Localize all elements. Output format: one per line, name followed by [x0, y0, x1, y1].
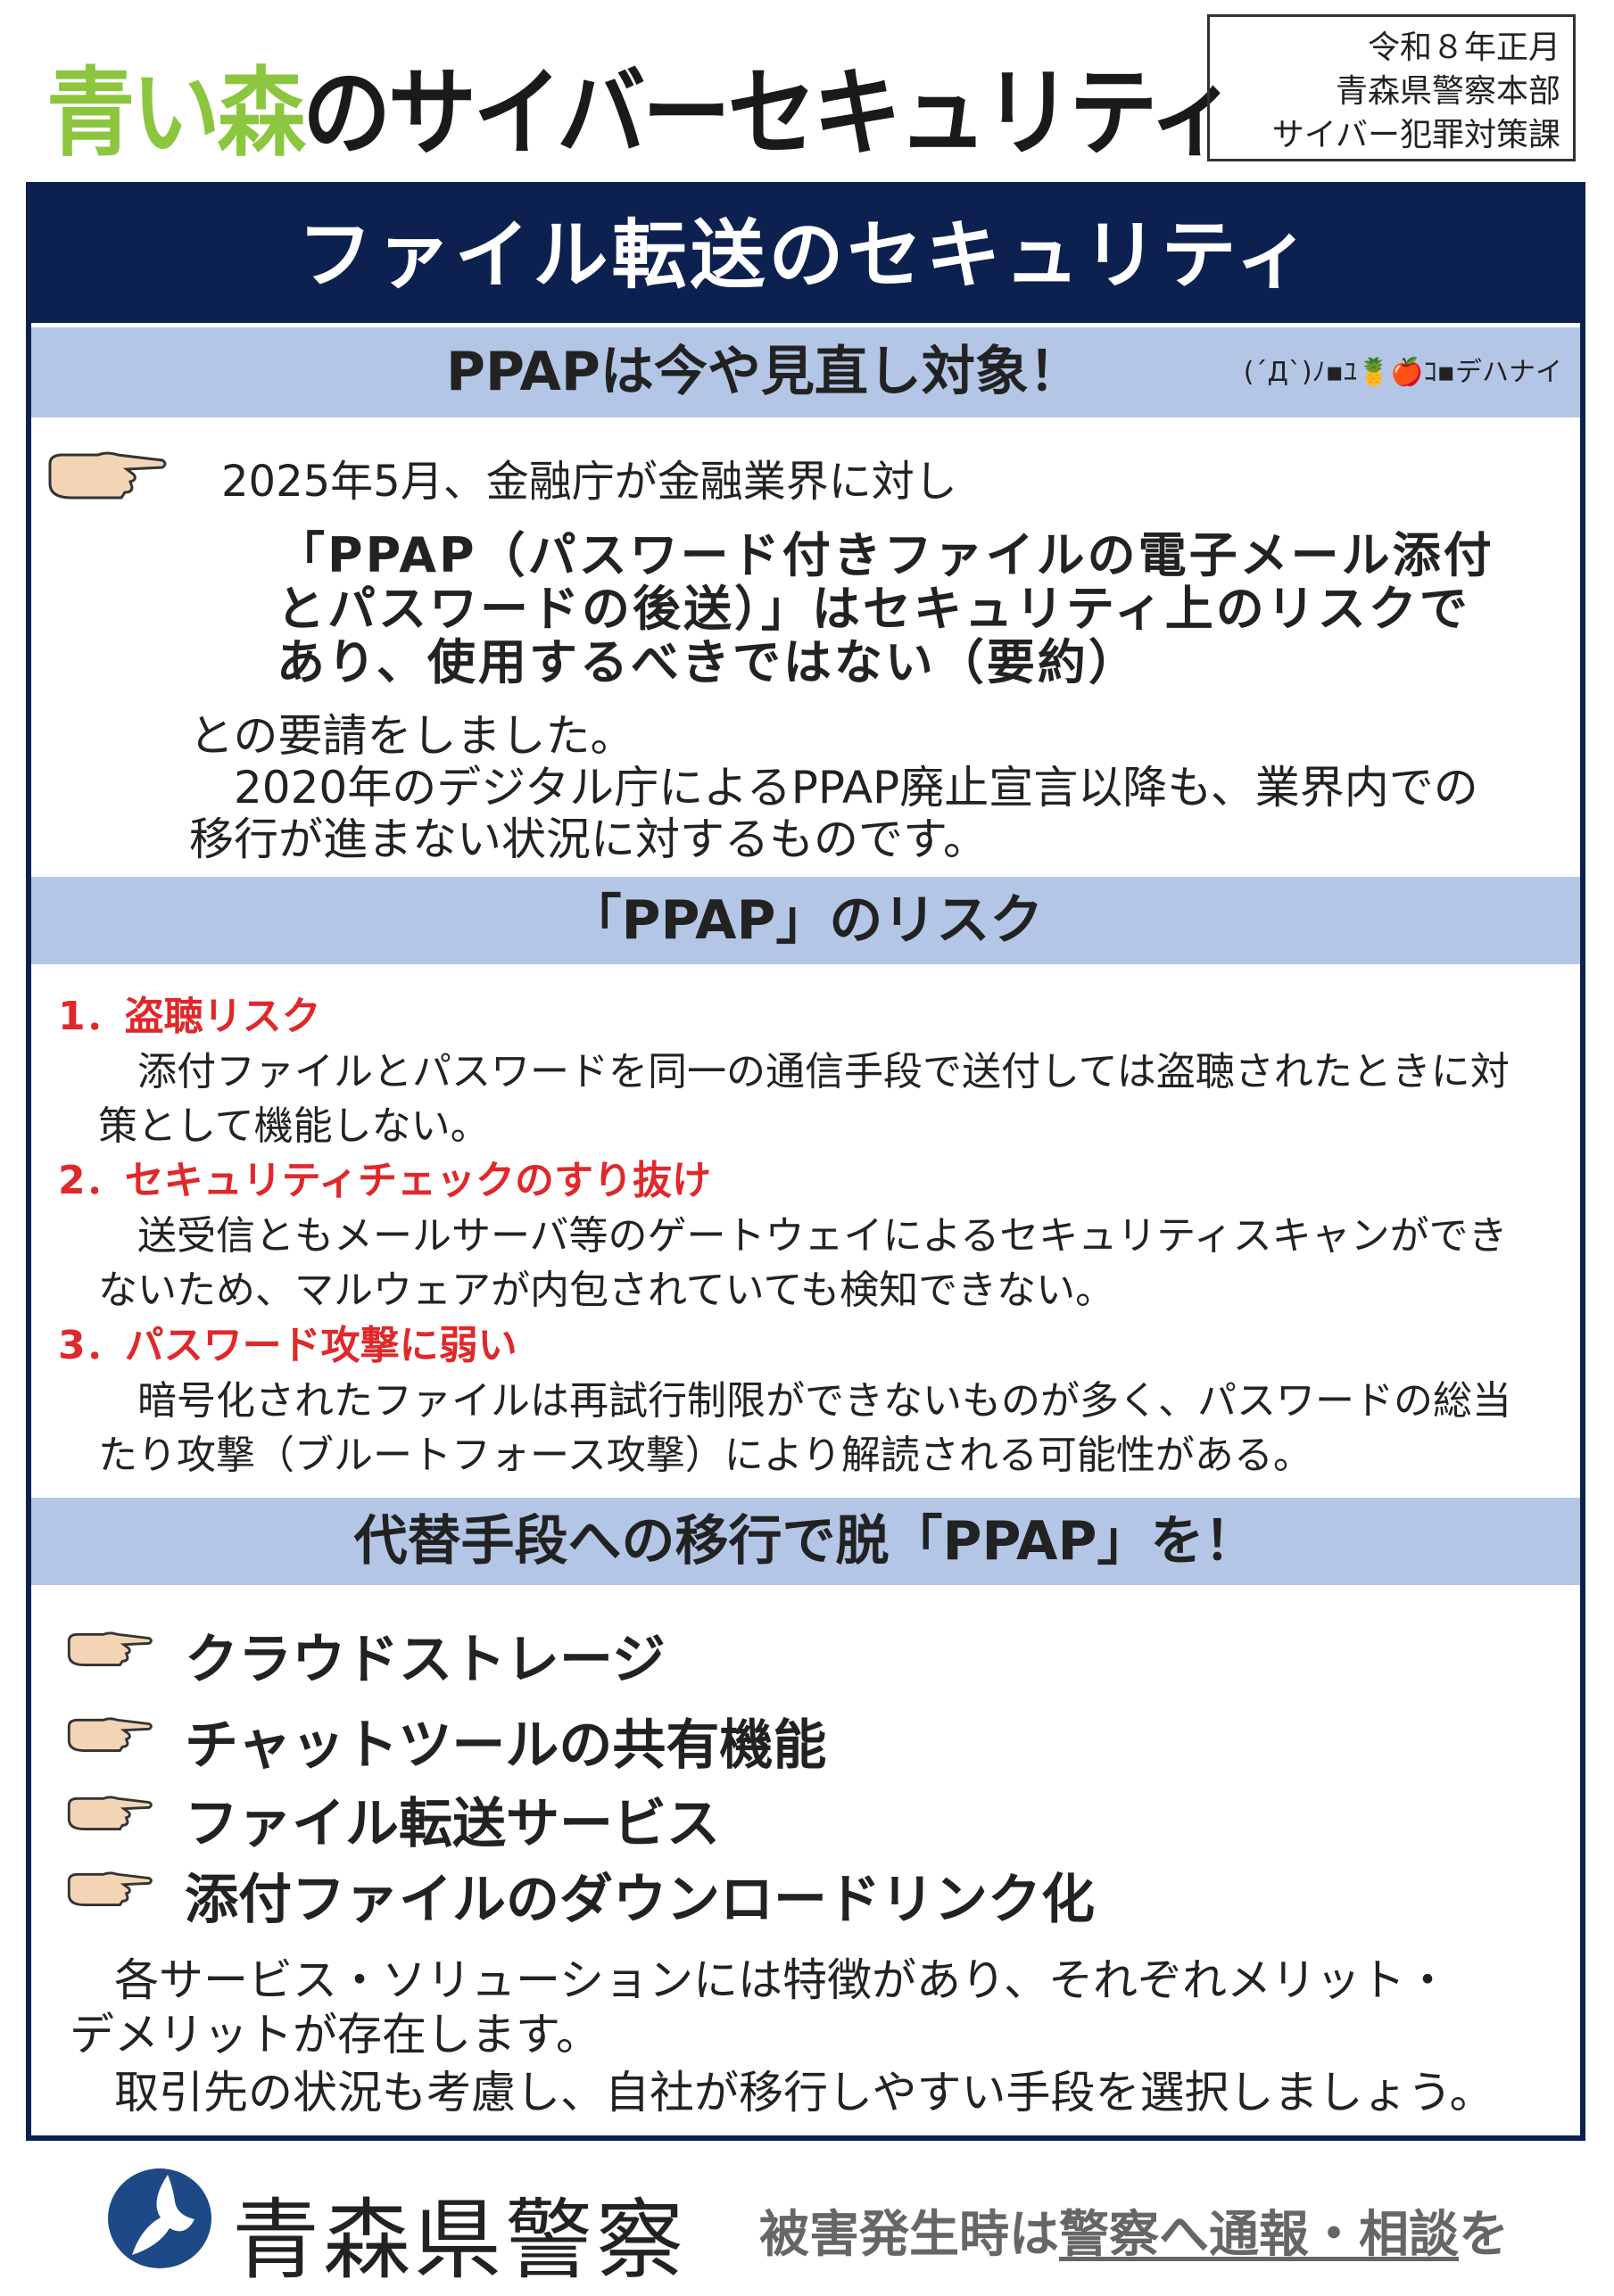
- police-name: 青森県警察: [232, 2190, 688, 2292]
- brand-black: のサイバーセキュリティ: [302, 58, 1237, 169]
- content-frame: [26, 182, 1585, 2141]
- page-title: ファイル転送のセキュリティ: [31, 187, 1580, 323]
- section-heading-ppap-risks: 「PPAP」のリスク: [31, 877, 1580, 964]
- quote-line-2: とパスワードの後送）」はセキュリティ上のリスクで: [277, 581, 1470, 637]
- closing-line-1: 各サービス・ソリューションには特徴があり、それぞれメリット・: [70, 1954, 1450, 2006]
- pointing-hand-icon: [67, 1871, 153, 1906]
- kaomoji: (´Д`)ﾉ▪︎ﾕ🍍🍎ｺ▪︎デハナイ: [1243, 357, 1562, 388]
- tagline-emphasis: 警察へ通報・相談: [1059, 2206, 1459, 2264]
- intro-text: 2025年5月、金融庁が金融業界に対し: [221, 457, 957, 507]
- risk-title: 3．パスワード攻撃に弱い: [58, 1323, 517, 1368]
- risk-title: 2．セキュリティチェックのすり抜け: [58, 1158, 711, 1203]
- tagline-text: 被害発生時は: [759, 2206, 1059, 2264]
- pointing-hand-icon: [67, 1631, 153, 1666]
- section-heading-ppap-review: PPAPは今や見直し対象！ (´Д`)ﾉ▪︎ﾕ🍍🍎ｺ▪︎デハナイ: [31, 327, 1580, 417]
- body-line-2: 2020年のデジタル庁によるPPAP廃止宣言以降も、業界内での: [189, 762, 1478, 814]
- pointing-hand-icon: [67, 1796, 153, 1830]
- risk-desc: 送受信ともメールサーバ等のゲートウェイによるセキュリティスキャンができ: [98, 1213, 1508, 1259]
- risk-desc: 暗号化されたファイルは再試行制限ができないものが多く、パスワードの総当: [98, 1378, 1511, 1424]
- brand-green: 青い森: [46, 58, 306, 169]
- issuer-dept: サイバー犯罪対策課: [1271, 117, 1560, 153]
- pointing-hand-icon: [67, 1717, 153, 1752]
- body-line-1: との要請をしました。: [189, 710, 635, 762]
- pointing-hand-icon: [48, 451, 167, 500]
- section-heading-text: PPAPは今や見直し対象！: [446, 341, 1082, 403]
- issuer-org: 青森県警察本部: [1335, 73, 1560, 110]
- risk-title: 1．盗聴リスク: [58, 994, 321, 1039]
- tagline-end: を: [1459, 2206, 1509, 2264]
- risk-desc: ないため、マルウェアが内包されていても検知できない。: [98, 1268, 1115, 1313]
- quote-line-1: 「PPAP（パスワード付きファイルの電子メール添付: [277, 527, 1494, 583]
- alternative-item: 添付ファイルのダウンロードリンク化: [185, 1869, 1095, 1931]
- issuer-box: 令和８年正月 青森県警察本部 サイバー犯罪対策課: [1207, 14, 1576, 161]
- section-heading-alternatives: 代替手段への移行で脱「PPAP」を！: [31, 1498, 1580, 1585]
- closing-line-3: 取引先の状況も考慮し、自社が移行しやすい手段を選択しましょう。: [70, 2067, 1494, 2118]
- body-line-3: 移行が進まない状況に対するものです。: [189, 814, 988, 865]
- alternative-item: クラウドストレージ: [185, 1629, 666, 1691]
- series-title: 青い森のサイバーセキュリティ: [46, 36, 1237, 175]
- police-emblem-logo: [108, 2168, 211, 2268]
- risk-desc: たり攻撃（ブルートフォース攻撃）により解読される可能性がある。: [98, 1433, 1312, 1478]
- risk-desc: 策として機能しない。: [98, 1103, 490, 1149]
- alternative-item: ファイル転送サービス: [185, 1793, 720, 1855]
- issue-date: 令和８年正月: [1367, 29, 1560, 66]
- quote-line-3: あり、使用するべきではない（要約）: [277, 634, 1139, 690]
- report-tagline: 被害発生時は警察へ通報・相談を: [759, 2194, 1509, 2267]
- risk-desc: 添付ファイルとパスワードを同一の通信手段で送付しては盗聴されたときに対: [98, 1049, 1510, 1094]
- closing-line-2: デメリットが存在します。: [70, 2009, 600, 2061]
- alternative-item: チャットツールの共有機能: [185, 1714, 827, 1777]
